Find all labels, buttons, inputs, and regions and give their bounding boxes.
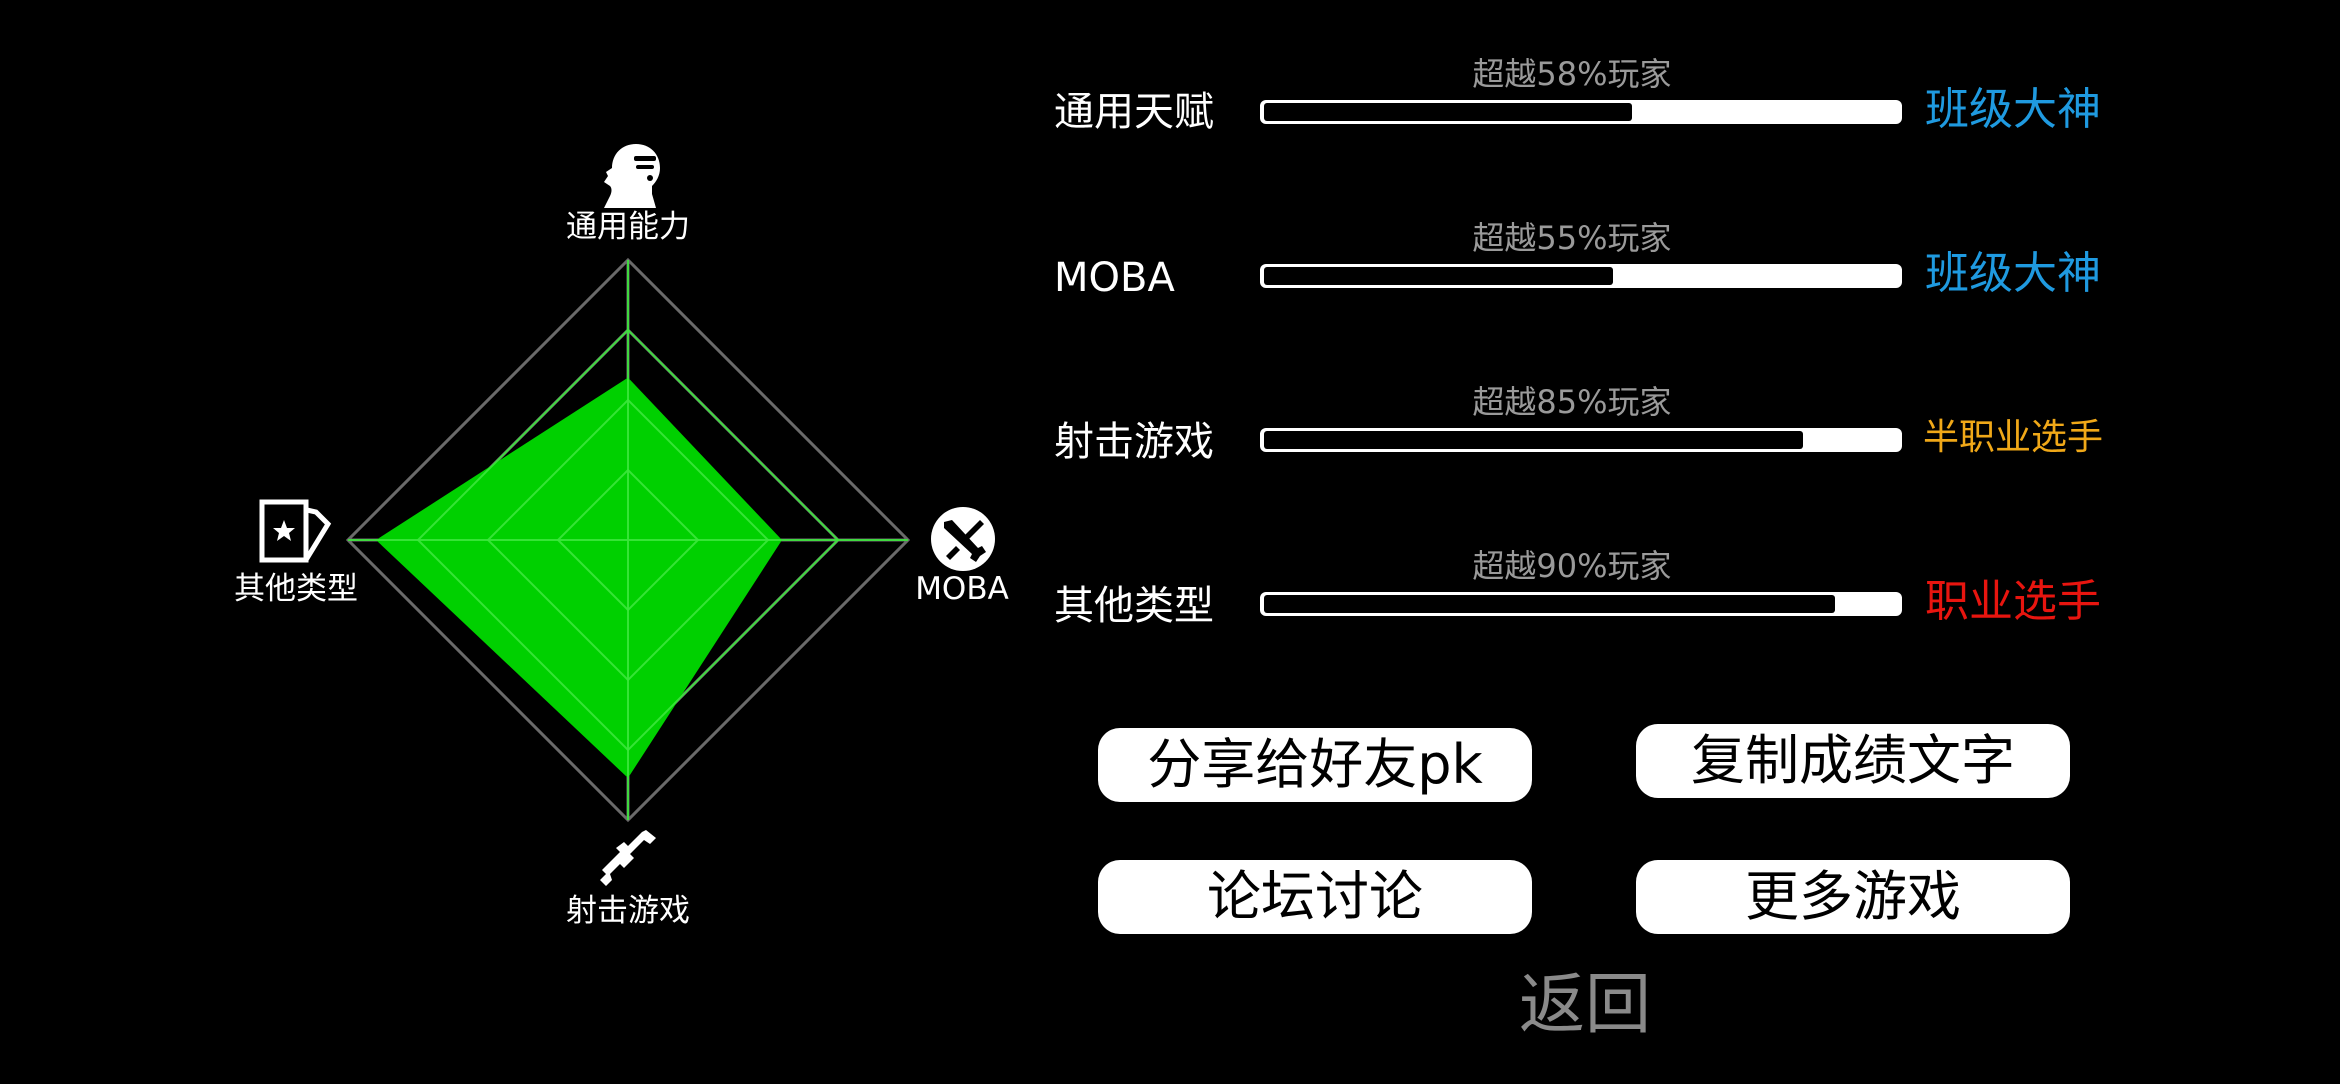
stat-label: 通用天赋 <box>1054 89 1214 135</box>
stat-label: 其他类型 <box>1054 583 1214 629</box>
stat-caption: 超越58%玩家 <box>1472 55 1672 93</box>
axis-label-bottom: 射击游戏 <box>566 893 690 929</box>
share-button[interactable]: 分享给好友pk <box>1098 728 1532 802</box>
axis-label-top: 通用能力 <box>566 209 690 245</box>
rank-badge: 班级大神 <box>1925 248 2101 299</box>
axis-label-left: 其他类型 <box>234 571 358 607</box>
progress-bar <box>1260 592 1902 616</box>
rank-badge: 半职业选手 <box>1922 417 2103 458</box>
progress-fill <box>1264 595 1835 613</box>
radar-area <box>376 377 782 778</box>
stat-label: MOBA <box>1054 255 1175 301</box>
progress-bar <box>1260 100 1902 124</box>
radar-inner-grid <box>348 260 908 820</box>
forum-button[interactable]: 论坛讨论 <box>1098 860 1532 934</box>
radar-chart: 通用能力 MOBA 射击游戏 其他类型 <box>0 0 1050 1080</box>
stat-caption: 超越85%玩家 <box>1472 383 1672 421</box>
progress-bar <box>1260 428 1902 452</box>
progress-fill <box>1264 103 1632 121</box>
stat-label: 射击游戏 <box>1054 419 1214 465</box>
radar-svg <box>345 257 911 823</box>
progress-fill <box>1264 431 1803 449</box>
progress-fill <box>1264 267 1613 285</box>
gun-icon <box>600 830 656 886</box>
axis-label-right: MOBA <box>915 571 1009 607</box>
rank-badge: 职业选手 <box>1925 576 2101 627</box>
rank-badge: 班级大神 <box>1925 84 2101 135</box>
cards-icon <box>259 499 332 563</box>
stat-caption: 超越55%玩家 <box>1472 219 1672 257</box>
head-icon <box>604 144 660 208</box>
more-games-button[interactable]: 更多游戏 <box>1636 860 2070 934</box>
progress-bar <box>1260 264 1902 288</box>
back-button[interactable]: 返回 <box>1519 966 1651 1043</box>
moba-swords-icon <box>931 507 995 571</box>
copy-results-button[interactable]: 复制成绩文字 <box>1636 724 2070 798</box>
stat-caption: 超越90%玩家 <box>1472 547 1672 585</box>
